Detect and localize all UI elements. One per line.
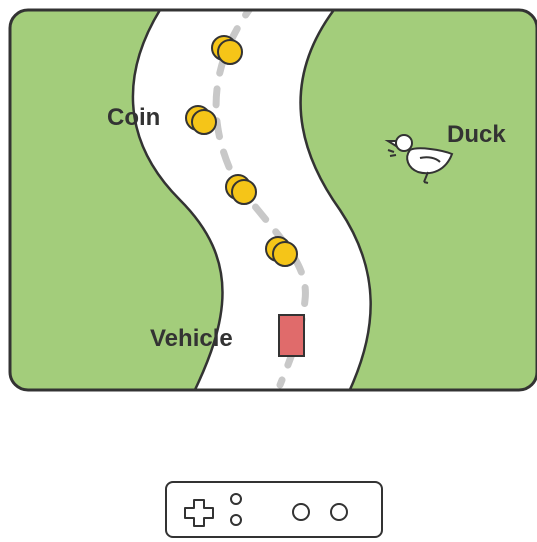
- coin: [265, 236, 298, 267]
- duck-label: Duck: [447, 121, 506, 148]
- coin: [225, 174, 257, 205]
- playfield-border: [8, 8, 537, 392]
- playfield: Coin Duck Vehicle: [8, 8, 537, 392]
- start-button[interactable]: [230, 514, 242, 526]
- coin: [211, 35, 243, 65]
- duck-icon: [384, 134, 454, 184]
- action-button-a[interactable]: [292, 503, 310, 521]
- action-button-b[interactable]: [330, 503, 348, 521]
- dpad-icon[interactable]: [184, 499, 214, 527]
- select-button[interactable]: [230, 493, 242, 505]
- coin-label: Coin: [107, 104, 160, 131]
- game-controller[interactable]: [165, 481, 383, 538]
- coin: [185, 105, 217, 135]
- vehicle-icon: [278, 314, 305, 357]
- controller-body: [165, 481, 383, 538]
- vehicle-label: Vehicle: [150, 325, 233, 352]
